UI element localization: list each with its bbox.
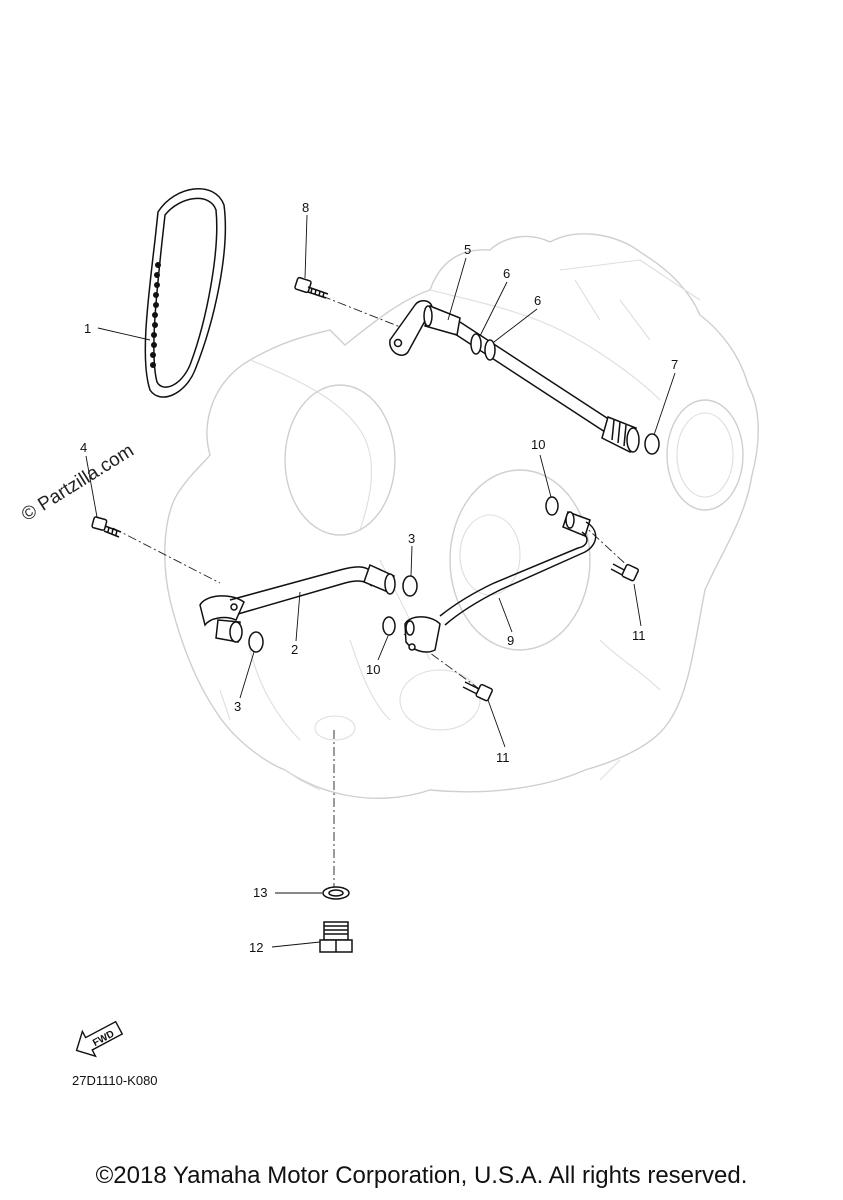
- part-10-o-ring-lower: [382, 616, 396, 636]
- part-9-pipe: [404, 511, 597, 653]
- callout-1: 1: [84, 321, 91, 336]
- part-11-bolt-lower: [462, 681, 493, 702]
- callout-11-upper: 11: [632, 628, 646, 643]
- part-6-washers: [470, 333, 496, 361]
- callout-8: 8: [302, 200, 309, 215]
- part-10-o-ring-upper: [545, 496, 559, 516]
- part-1-chain: [144, 188, 227, 398]
- callout-12: 12: [249, 940, 263, 955]
- callout-10-upper: 10: [531, 437, 545, 452]
- part-11-bolt-upper: [610, 563, 639, 582]
- fwd-label: FWD: [91, 1029, 116, 1049]
- part-2-pipe: [199, 563, 396, 643]
- callout-4: 4: [80, 440, 87, 455]
- callout-5: 5: [464, 242, 471, 257]
- install-axes: [112, 295, 631, 890]
- leader-lines: [85, 214, 676, 948]
- part-5-shaft: [389, 300, 640, 454]
- diagram-code: 27D1110-K080: [72, 1073, 158, 1088]
- callout-6-upper: 6: [503, 266, 510, 281]
- callout-13: 13: [253, 885, 267, 900]
- part-13-washer: [322, 886, 350, 900]
- callout-7: 7: [671, 357, 678, 372]
- callout-9: 9: [507, 633, 514, 648]
- part-12-drain-plug: [319, 921, 353, 953]
- fwd-arrow-icon: FWD: [75, 1020, 124, 1058]
- copyright-notice: ©2018 Yamaha Motor Corporation, U.S.A. A…: [95, 1162, 748, 1189]
- part-7-o-ring: [644, 433, 660, 455]
- part-3-o-ring-lower: [248, 631, 264, 653]
- callout-2: 2: [291, 642, 298, 657]
- part-3-o-ring-upper: [402, 575, 418, 597]
- callout-3-upper: 3: [408, 531, 415, 546]
- callout-6-lower: 6: [534, 293, 541, 308]
- callout-10-lower: 10: [366, 662, 380, 677]
- callout-labels: 1 2 3 3 4 5 6 6 7 8 9 10 10 11 11 12 13: [80, 200, 678, 955]
- part-8-bolt: [294, 276, 329, 299]
- callout-3-lower: 3: [234, 699, 241, 714]
- part-4-bolt: [91, 516, 122, 538]
- crankcase-outline: [164, 233, 759, 799]
- callout-11-lower: 11: [496, 750, 510, 765]
